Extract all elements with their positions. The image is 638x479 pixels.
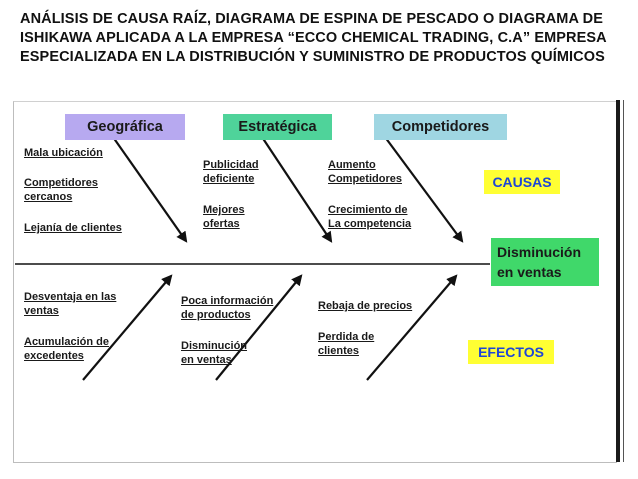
effect-desventaja-2: ventas <box>24 305 59 317</box>
effect-poca-2: de productos <box>181 309 251 321</box>
arrow-geografica <box>112 136 188 243</box>
cause-publicidad-1: Publicidad <box>203 159 259 171</box>
efectos-label: EFECTOS <box>468 340 554 364</box>
effect-perdida-2: clientes <box>318 345 359 357</box>
category-estrategica: Estratégica <box>223 114 332 140</box>
arrow-efecto-1 <box>82 274 173 381</box>
effect-perdida-1: Perdida de <box>318 331 375 343</box>
cause-lejania: Lejanía de clientes <box>24 222 122 234</box>
cause-crecimiento-2: La competencia <box>328 218 412 230</box>
cause-mejores-1: Mejores <box>203 204 245 216</box>
cause-publicidad-2: deficiente <box>203 173 255 185</box>
effect-line-2: en ventas <box>497 264 562 280</box>
effect-acumulacion-1: Acumulación de <box>24 336 109 348</box>
cause-competidores-cercanos-2: cercanos <box>24 191 73 203</box>
effect-rebaja: Rebaja de precios <box>318 300 413 312</box>
slide-title: ANÁLISIS DE CAUSA RAÍZ, DIAGRAMA DE ESPI… <box>20 11 607 65</box>
cause-mala-ubicacion: Mala ubicación <box>24 147 103 159</box>
category-geografica: Geográfica <box>65 114 185 140</box>
arrow-efecto-3 <box>366 274 458 381</box>
category-competidores: Competidores <box>374 114 507 140</box>
causas-label: CAUSAS <box>484 170 560 194</box>
diagram-frame <box>13 101 617 463</box>
effect-desventaja-1: Desventaja en las <box>24 291 117 303</box>
frame-right-line <box>623 100 624 462</box>
effect-poca-1: Poca información <box>181 295 274 307</box>
effect-head: Disminución en ventas <box>491 238 599 286</box>
cause-crecimiento-1: Crecimiento de <box>328 204 408 216</box>
arrow-competidores <box>384 136 464 243</box>
cause-competidores-cercanos-1: Competidores <box>24 177 98 189</box>
frame-right-bar <box>616 100 620 462</box>
cause-aumento-1: Aumento <box>328 159 376 171</box>
effect-disminucion-2: en ventas <box>181 354 232 366</box>
effect-line-1: Disminución <box>497 244 582 260</box>
cause-mejores-2: ofertas <box>203 218 240 230</box>
arrow-estrategica <box>261 136 333 243</box>
arrow-efecto-2 <box>215 274 303 381</box>
effect-disminucion-1: Disminución <box>181 340 248 352</box>
cause-aumento-2: Competidores <box>328 173 402 185</box>
effect-acumulacion-2: excedentes <box>24 350 84 362</box>
